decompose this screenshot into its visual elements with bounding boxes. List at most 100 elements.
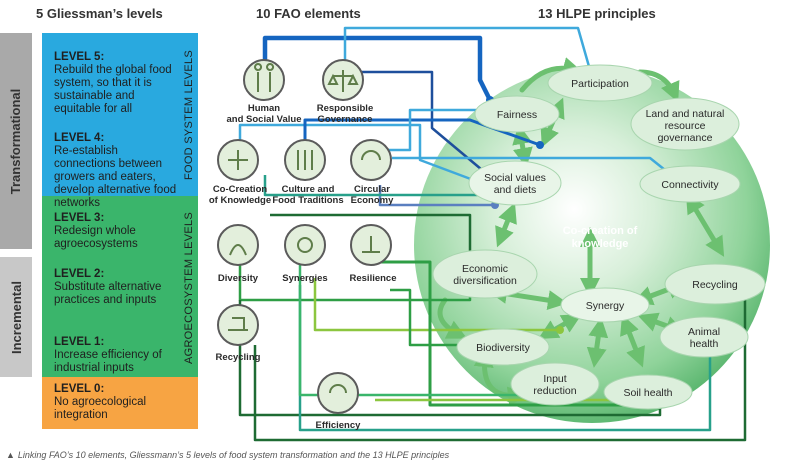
svg-text:Culture and: Culture and — [282, 184, 335, 195]
connectivity-label: Connectivity — [661, 179, 719, 191]
synergy-label: Synergy — [586, 300, 625, 312]
level-5-text: Rebuild the global food system, so that … — [54, 64, 172, 115]
svg-text:governance: governance — [658, 132, 713, 144]
agroecosystem-band — [42, 196, 198, 377]
svg-text:knowledge: knowledge — [572, 238, 629, 250]
svg-text:Economic: Economic — [462, 263, 508, 275]
human-label-1: Human — [248, 103, 280, 114]
svg-text:diversification: diversification — [453, 275, 517, 287]
level-4: LEVEL 4:Re-establish connections between… — [54, 132, 182, 210]
caption-text: Linking FAO’s 10 elements, Gliessmann’s … — [17, 450, 450, 460]
circular-economy-icon — [350, 139, 392, 181]
svg-text:Responsible: Responsible — [317, 103, 374, 114]
svg-text:Connectivity: Connectivity — [661, 179, 719, 191]
svg-text:Biodiversity: Biodiversity — [476, 342, 530, 354]
svg-text:Recycling: Recycling — [216, 352, 261, 363]
food-system-band — [42, 33, 198, 196]
social-values-bubble — [468, 160, 562, 206]
svg-text:Recycling: Recycling — [692, 279, 738, 291]
incremental-bar: Incremental — [0, 257, 32, 377]
svg-text:Soil health: Soil health — [623, 387, 672, 399]
svg-text:Input: Input — [543, 373, 566, 385]
svg-text:Economy: Economy — [351, 195, 394, 206]
synergy-bubble — [560, 287, 650, 323]
svg-text:Diversity: Diversity — [218, 273, 259, 284]
svg-text:reduction: reduction — [533, 385, 576, 397]
caption-triangle-icon: ▲ — [6, 450, 15, 460]
recycling-principle-bubble — [664, 263, 766, 305]
participation-label: Participation — [571, 78, 629, 90]
synergies-label: Synergies — [282, 273, 327, 284]
input-reduction-bubble — [510, 362, 600, 406]
level-0-title: LEVEL 0: — [54, 383, 105, 395]
svg-text:Participation: Participation — [571, 78, 629, 90]
level-5: LEVEL 5:Rebuild the global food system, … — [54, 51, 182, 116]
level-2: LEVEL 2:Substitute alternative practices… — [54, 268, 182, 307]
fairness-bubble — [474, 95, 560, 133]
efficiency-icon — [317, 372, 359, 414]
human-social-value-icon — [243, 59, 285, 101]
synergies-icon — [284, 224, 326, 266]
governance-label-2: Governance — [318, 114, 373, 125]
svg-text:Fairness: Fairness — [497, 109, 537, 121]
figure-caption: ▲Linking FAO’s 10 elements, Gliessmann’s… — [6, 450, 449, 460]
hlpe-principle-bubbles — [432, 64, 766, 410]
svg-text:Co-creation of: Co-creation of — [563, 225, 638, 237]
level-1-text: Increase efficiency of industrial inputs — [54, 349, 162, 374]
social-label-1: Social values — [484, 172, 546, 184]
animal-health-bubble — [659, 316, 749, 358]
biodiversity-bubble — [456, 328, 550, 366]
connectivity-bubble — [639, 165, 741, 203]
animal-label-2: health — [690, 338, 719, 350]
circular-label-2: Economy — [351, 195, 394, 206]
efficiency-label: Efficiency — [316, 420, 362, 431]
cocreation-principle-label-2: knowledge — [572, 238, 629, 250]
economic-label-2: diversification — [453, 275, 517, 287]
svg-text:Food Traditions: Food Traditions — [272, 195, 343, 206]
hlpe-principle-labels: Participation Fairness Land and natural … — [453, 78, 738, 399]
level-3: LEVEL 3:Redesign whole agroecosystems — [54, 212, 182, 251]
input-label-2: reduction — [533, 385, 576, 397]
fairness-label: Fairness — [497, 109, 537, 121]
svg-text:Efficiency: Efficiency — [316, 420, 362, 431]
level-1-title: LEVEL 1: — [54, 336, 105, 348]
participation-bubble — [547, 64, 653, 102]
svg-text:health: health — [690, 338, 719, 350]
svg-text:Co-Creation: Co-Creation — [213, 184, 268, 195]
svg-text:and diets: and diets — [494, 184, 537, 196]
fao-element-labels: Human and Social Value Responsible Gover… — [209, 103, 397, 431]
input-label-1: Input — [543, 373, 566, 385]
circular-label-1: Circular — [354, 184, 390, 195]
svg-text:Human: Human — [248, 103, 280, 114]
level-0-band — [42, 377, 198, 429]
cocreation-principle-label-1: Co-creation of — [563, 225, 638, 237]
fao-elements-header: 10 FAO elements — [256, 6, 361, 21]
level-3-text: Redesign whole agroecosystems — [54, 225, 138, 250]
level-5-title: LEVEL 5: — [54, 51, 105, 63]
svg-text:Land and natural: Land and natural — [646, 108, 725, 120]
land-label-1: Land and natural — [646, 108, 725, 120]
icon-glyphs — [228, 63, 381, 394]
level-0-text: No agroecological integration — [54, 396, 147, 421]
level-4-title: LEVEL 4: — [54, 132, 105, 144]
recycling-principle-label: Recycling — [692, 279, 738, 291]
biodiversity-label: Biodiversity — [476, 342, 530, 354]
level-3-title: LEVEL 3: — [54, 212, 105, 224]
svg-text:Social values: Social values — [484, 172, 546, 184]
svg-text:Animal: Animal — [688, 326, 720, 338]
level-0: LEVEL 0:No agroecological integration — [54, 383, 182, 422]
level-1: LEVEL 1:Increase efficiency of industria… — [54, 336, 182, 375]
svg-text:Synergies: Synergies — [282, 273, 327, 284]
svg-text:Circular: Circular — [354, 184, 390, 195]
animal-label-1: Animal — [688, 326, 720, 338]
hlpe-principles-header: 13 HLPE principles — [538, 6, 656, 21]
cocreation-element-label-2: of Knowledge — [209, 195, 271, 206]
human-label-2: and Social Value — [227, 114, 302, 125]
recycling-element-icon — [217, 304, 259, 346]
levels-header: 5 Gliessman’s levels — [36, 6, 163, 21]
svg-text:Governance: Governance — [318, 114, 373, 125]
transformational-bar: Transformational — [0, 33, 32, 249]
svg-text:of Knowledge: of Knowledge — [209, 195, 271, 206]
soil-health-bubble — [603, 374, 693, 410]
level-2-title: LEVEL 2: — [54, 268, 105, 280]
